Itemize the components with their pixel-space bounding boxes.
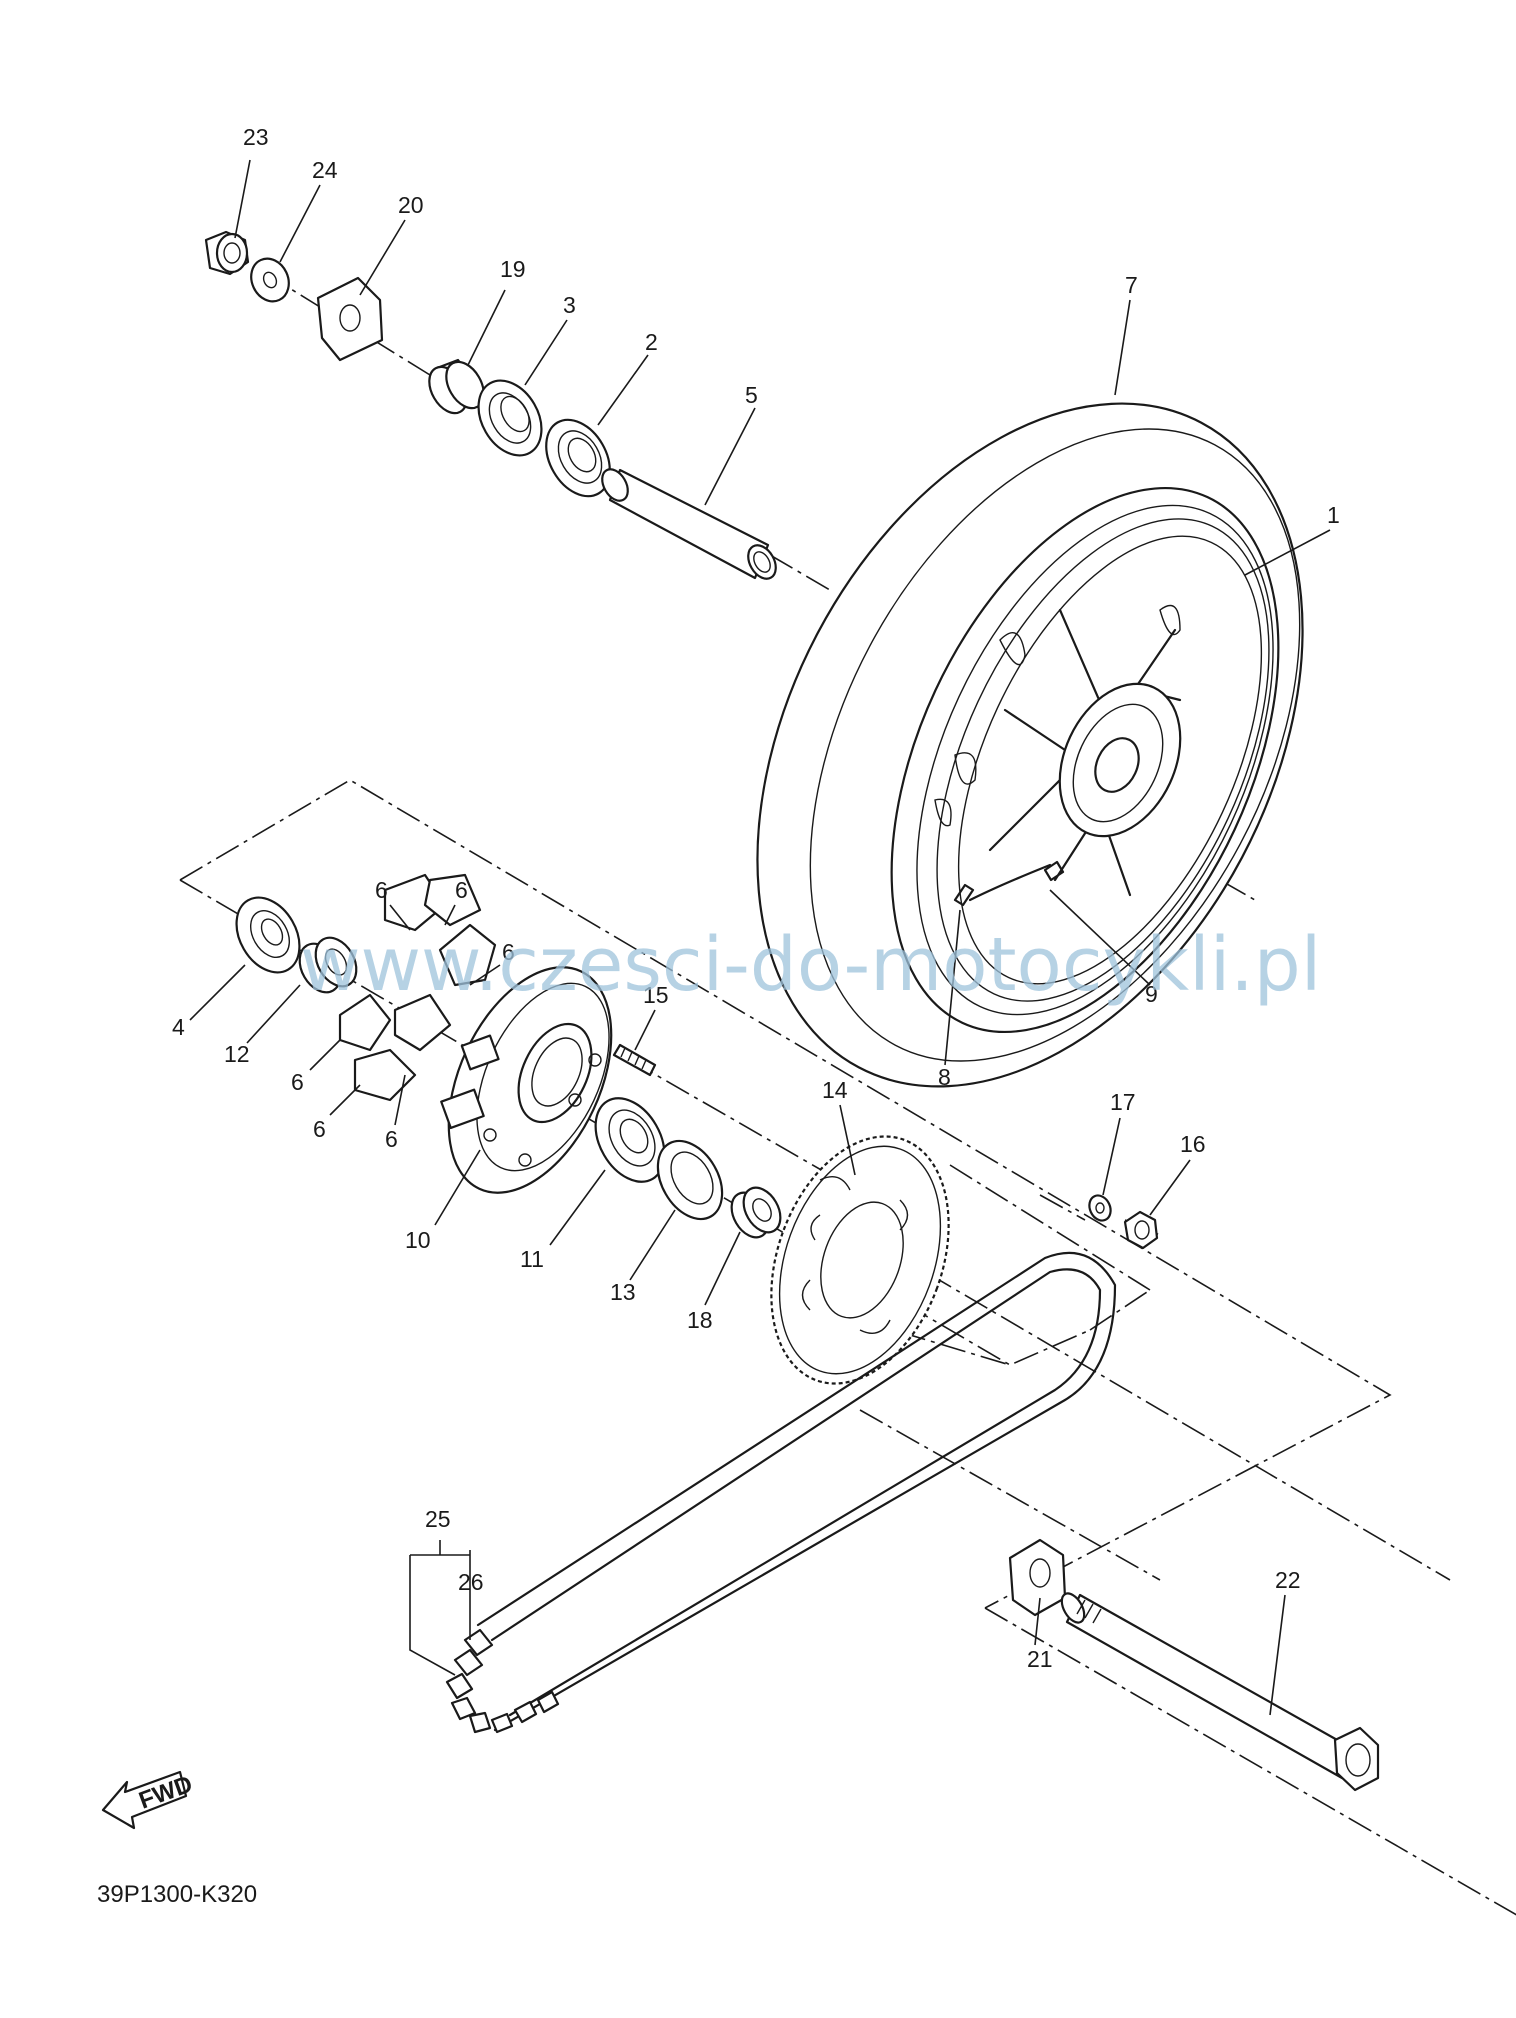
- part-22-axle: [1060, 1592, 1380, 1792]
- callout-leaders: [189, 159, 1331, 1716]
- part-19-collar: [428, 358, 485, 415]
- callout-7: 7: [1125, 272, 1138, 298]
- part-2-bearing: [545, 418, 611, 498]
- callout-25: 25: [425, 1506, 451, 1532]
- part-3-oil-seal: [477, 379, 543, 457]
- part-11-bearing: [594, 1097, 666, 1183]
- callout-21: 21: [1027, 1646, 1053, 1672]
- callout-1: 1: [1327, 502, 1340, 528]
- callout-17: 17: [1110, 1089, 1136, 1115]
- callout-6f: 6: [385, 1126, 398, 1152]
- fwd-arrow-icon: FWD: [101, 1771, 196, 1830]
- callout-5: 5: [745, 382, 758, 408]
- callout-22: 22: [1275, 1567, 1301, 1593]
- callout-12: 12: [224, 1041, 250, 1067]
- part-12-collar: [298, 936, 358, 994]
- part-14-sprocket: [770, 1135, 950, 1385]
- callout-19: 19: [500, 256, 526, 282]
- callout-26: 26: [458, 1569, 484, 1595]
- callout-13: 13: [610, 1279, 636, 1305]
- callout-11: 11: [520, 1246, 544, 1272]
- part-21-plate: [1008, 1538, 1067, 1617]
- callout-20: 20: [398, 192, 424, 218]
- part-5-spacer-tube: [601, 468, 777, 580]
- part-20-plate: [316, 276, 384, 362]
- drawing-code: 39P1300-K320: [97, 1881, 257, 1908]
- part-13-oil-seal: [656, 1139, 724, 1221]
- part-17-washer: [1088, 1194, 1112, 1222]
- part-10-clutch-hub: [440, 966, 613, 1194]
- assembly-center-lines: [179, 272, 1516, 1916]
- callout-numbers: 23 24 20 19 3 2 5 7 1 9 8 4 12 6 6 6 6 6…: [172, 124, 1340, 1672]
- callout-8: 8: [938, 1064, 951, 1090]
- callout-18: 18: [687, 1307, 713, 1333]
- part-25-chain: [445, 1251, 1117, 1734]
- part-23-nut: [204, 230, 250, 276]
- part-24-washer: [250, 257, 290, 303]
- callout-6b: 6: [455, 877, 468, 903]
- part-15-stud: [612, 1043, 657, 1077]
- callout-6c: 6: [502, 939, 515, 965]
- part-6-dampers: [338, 873, 497, 1102]
- callout-24: 24: [312, 157, 338, 183]
- watermark-text: www.czesci-do-motocykli.pl: [300, 922, 1321, 1008]
- part-1-wheel: [890, 486, 1280, 1034]
- callout-15: 15: [643, 982, 669, 1008]
- callout-3: 3: [563, 292, 576, 318]
- callout-2: 2: [645, 329, 658, 355]
- part-4-bearing: [235, 896, 301, 974]
- callout-10: 10: [405, 1227, 431, 1253]
- part-18-collar: [730, 1186, 782, 1239]
- callout-6a: 6: [375, 877, 388, 903]
- callout-9: 9: [1145, 981, 1158, 1007]
- callout-23: 23: [243, 124, 269, 150]
- part-16-nut: [1123, 1210, 1159, 1250]
- callout-6e: 6: [313, 1116, 326, 1142]
- callout-4: 4: [172, 1014, 185, 1040]
- callout-14: 14: [822, 1077, 848, 1103]
- callout-6d: 6: [291, 1069, 304, 1095]
- callout-16: 16: [1180, 1131, 1206, 1157]
